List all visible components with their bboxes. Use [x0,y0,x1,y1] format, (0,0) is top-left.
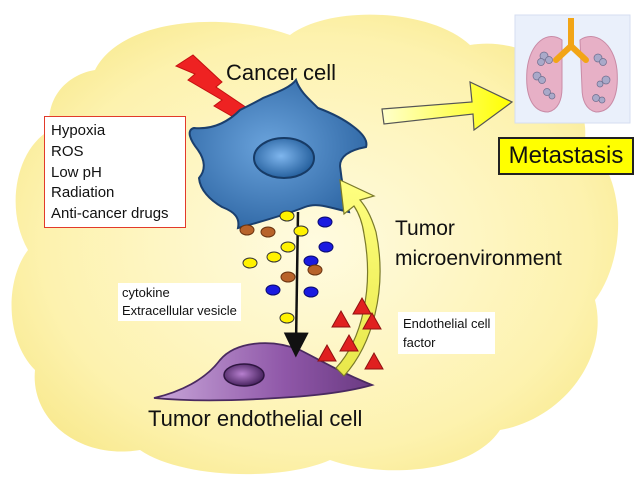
factor-triangle [317,343,337,362]
vesicle-blue [265,284,281,296]
endothelial-cell-label: Tumor endothelial cell [148,406,363,431]
vesicles-group [239,210,334,324]
endothelial-factors-group [317,296,384,370]
extracellular-vesicle-text: Extracellular vesicle [122,303,237,318]
cancer-cell-nucleus [253,137,315,179]
stress-factors-box: Hypoxia ROS Low pH Radiation Anti-cancer… [44,116,186,228]
vesicle-brown [239,224,255,236]
vesicle-blue [318,241,334,253]
stress-factor-item: Radiation [51,184,115,202]
ecf-line1: Endothelial cell [403,316,491,331]
cytokine-text: cytokine [122,285,170,300]
vesicle-blue [303,255,319,267]
cancer-cell-label: Cancer cell [226,60,337,85]
endothelial-cell-nucleus [223,363,265,387]
vesicle-brown [307,264,323,276]
vesicle-blue [303,286,319,298]
vesicle-yellow [280,241,296,253]
stress-factor-item: Anti-cancer drugs [51,205,169,223]
tme-line1: Tumor [395,217,455,240]
vesicle-yellow [279,312,295,324]
secreted-factors-label: cytokine Extracellular vesicle [118,283,241,321]
metastasis-arrow [381,81,514,132]
stress-factor-item: ROS [51,142,84,160]
vesicle-brown [280,271,296,283]
stress-factor-item: Low pH [51,163,102,181]
factor-triangle [331,309,351,328]
factor-triangle [339,333,359,352]
factor-triangle [364,351,384,370]
vesicle-yellow [279,210,295,222]
vesicle-blue [317,216,333,228]
factor-triangle [362,311,382,330]
vesicle-brown [260,226,276,238]
vesicle-yellow [266,251,282,263]
endothelial-factor-label: Endothelial cell factor [398,312,496,354]
tme-line2: microenvironment [395,247,562,270]
factor-triangle [352,296,372,315]
metastasis-label: Metastasis [498,137,634,175]
lungs-icon [514,14,631,124]
tumor-microenvironment-label: Tumor microenvironment [395,214,562,274]
stress-factor-item: Hypoxia [51,122,106,139]
vesicle-yellow [242,257,258,269]
vesicle-yellow [293,225,309,237]
ecf-line2: factor [403,335,436,350]
